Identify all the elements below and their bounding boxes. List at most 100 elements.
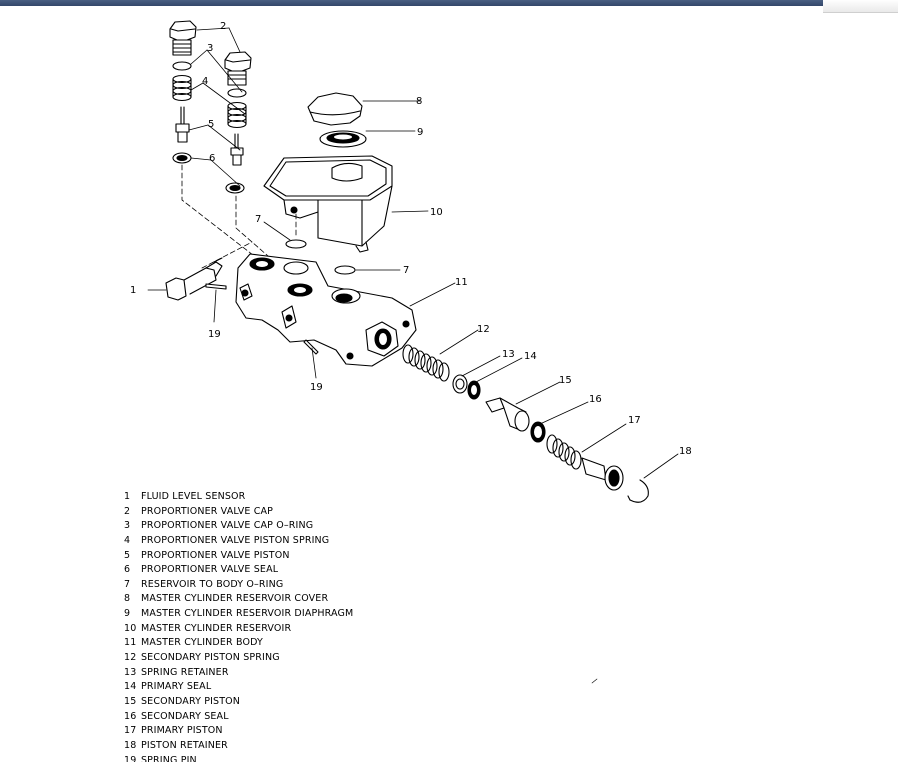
legend-item-label: SPRING RETAINER bbox=[141, 666, 229, 678]
secondary-piston-spring bbox=[402, 344, 450, 382]
legend-item-label: SECONDARY PISTON bbox=[141, 695, 241, 707]
callout-3: 3 bbox=[207, 43, 213, 54]
legend-item-number: 15 bbox=[124, 695, 137, 707]
reservoir-diaphragm bbox=[319, 130, 367, 148]
piston-retainer bbox=[627, 479, 649, 503]
legend-item-number: 16 bbox=[124, 710, 137, 722]
master-cylinder-body bbox=[235, 253, 417, 367]
callout-5: 5 bbox=[208, 119, 214, 130]
callout-9: 9 bbox=[417, 127, 423, 138]
legend-item: 4 PROPORTIONER VALVE PISTON SPRING bbox=[124, 534, 544, 549]
legend-item-label: MASTER CYLINDER BODY bbox=[141, 637, 263, 649]
legend-item-label: SECONDARY SEAL bbox=[141, 710, 229, 722]
window-title-bar bbox=[0, 0, 823, 6]
legend-item-number: 17 bbox=[124, 725, 137, 737]
legend-item-label: PRIMARY PISTON bbox=[141, 725, 223, 737]
callout-7-upper: 7 bbox=[255, 214, 261, 225]
legend-item-number: 14 bbox=[124, 681, 137, 693]
reservoir-body bbox=[263, 155, 393, 253]
legend-item-number: 8 bbox=[124, 593, 131, 605]
legend-item-number: 4 bbox=[124, 534, 131, 546]
spring-pin-right bbox=[303, 339, 319, 355]
legend-item-number: 5 bbox=[124, 549, 131, 561]
legend-item: 1 FLUID LEVEL SENSOR bbox=[124, 490, 544, 505]
fluid-level-sensor bbox=[165, 257, 223, 301]
legend-item: 19 SPRING PIN bbox=[124, 754, 544, 762]
reservoir-cover bbox=[307, 92, 363, 126]
stray-mark bbox=[591, 678, 598, 684]
callout-18: 18 bbox=[679, 446, 692, 457]
spring-retainer bbox=[452, 374, 468, 394]
legend-item-label: PISTON RETAINER bbox=[141, 739, 228, 751]
legend-item-label: PROPORTIONER VALVE SEAL bbox=[141, 564, 279, 576]
callout-14: 14 bbox=[524, 351, 537, 362]
legend-item: 5 PROPORTIONER VALVE PISTON bbox=[124, 549, 544, 564]
legend-item: 9 MASTER CYLINDER RESERVOIR DIAPHRAGM bbox=[124, 607, 544, 622]
legend-item: 16 SECONDARY SEAL bbox=[124, 710, 544, 725]
legend-item: 15 SECONDARY PISTON bbox=[124, 695, 544, 710]
legend-item: 2 PROPORTIONER VALVE CAP bbox=[124, 505, 544, 520]
legend-item: 6 PROPORTIONER VALVE SEAL bbox=[124, 563, 544, 578]
callout-6: 6 bbox=[209, 153, 215, 164]
legend-item-number: 1 bbox=[124, 491, 131, 502]
legend-item: 13 SPRING RETAINER bbox=[124, 666, 544, 681]
legend-item-label: PROPORTIONER VALVE CAP bbox=[141, 505, 274, 517]
callout-10: 10 bbox=[430, 207, 443, 218]
legend-item: 8 MASTER CYLINDER RESERVOIR COVER bbox=[124, 592, 544, 607]
legend-item-label: PROPORTIONER VALVE PISTON SPRING bbox=[141, 534, 330, 546]
callout-numbers: 1 2 3 4 5 6 7 7 8 9 10 11 12 13 14 15 16… bbox=[130, 21, 692, 457]
legend-item-label: FLUID LEVEL SENSOR bbox=[141, 491, 246, 502]
legend-item-number: 18 bbox=[124, 739, 137, 751]
callout-19-right: 19 bbox=[310, 382, 323, 393]
callout-12: 12 bbox=[477, 324, 490, 335]
legend-item-number: 9 bbox=[124, 608, 131, 620]
proportioner-valve-stack-left bbox=[169, 20, 197, 164]
legend-item-label: PRIMARY SEAL bbox=[141, 681, 212, 693]
legend-item-number: 19 bbox=[124, 754, 137, 762]
spring-pin-left bbox=[205, 283, 227, 290]
legend-item-number: 7 bbox=[124, 578, 131, 590]
legend-item: 18 PISTON RETAINER bbox=[124, 739, 544, 754]
legend-item: 3 PROPORTIONER VALVE CAP O–RING bbox=[124, 519, 544, 534]
legend-item: 14 PRIMARY SEAL bbox=[124, 680, 544, 695]
secondary-piston bbox=[485, 397, 530, 432]
legend-item-number: 3 bbox=[124, 520, 131, 532]
callout-1: 1 bbox=[130, 285, 136, 296]
legend-item: 17 PRIMARY PISTON bbox=[124, 724, 544, 739]
legend-item-label: MASTER CYLINDER RESERVOIR DIAPHRAGM bbox=[141, 608, 354, 620]
callout-7-lower: 7 bbox=[403, 265, 409, 276]
o-ring-upper bbox=[285, 239, 307, 249]
legend-item-number: 10 bbox=[124, 622, 137, 634]
legend-item-number: 6 bbox=[124, 564, 131, 576]
legend-item-label: MASTER CYLINDER RESERVOIR bbox=[141, 622, 292, 634]
secondary-seal bbox=[530, 421, 546, 443]
legend-item-number: 13 bbox=[124, 666, 137, 678]
o-ring-lower bbox=[334, 265, 356, 275]
legend-item-label: PROPORTIONER VALVE PISTON bbox=[141, 549, 290, 561]
callout-19-left: 19 bbox=[208, 329, 221, 340]
callout-4: 4 bbox=[202, 76, 208, 87]
legend-item-label: SPRING PIN bbox=[141, 754, 197, 762]
callout-17: 17 bbox=[628, 415, 641, 426]
callout-8: 8 bbox=[416, 96, 422, 107]
legend-item-number: 11 bbox=[124, 637, 137, 649]
title-bar-tab bbox=[823, 0, 898, 13]
leader-lines bbox=[147, 27, 679, 479]
legend-item: 11 MASTER CYLINDER BODY bbox=[124, 636, 544, 651]
legend-item: 10 MASTER CYLINDER RESERVOIR bbox=[124, 622, 544, 637]
legend-item-label: SECONDARY PISTON SPRING bbox=[141, 652, 280, 664]
primary-seal bbox=[467, 380, 481, 400]
callout-16: 16 bbox=[589, 394, 602, 405]
legend-item-number: 2 bbox=[124, 505, 131, 517]
callout-11: 11 bbox=[455, 277, 468, 288]
callout-15: 15 bbox=[559, 375, 572, 386]
legend-item-label: PROPORTIONER VALVE CAP O–RING bbox=[141, 520, 314, 532]
primary-piston bbox=[546, 434, 624, 491]
callout-13: 13 bbox=[502, 349, 515, 360]
callout-2: 2 bbox=[220, 21, 226, 32]
legend-item-label: MASTER CYLINDER RESERVOIR COVER bbox=[141, 593, 329, 605]
